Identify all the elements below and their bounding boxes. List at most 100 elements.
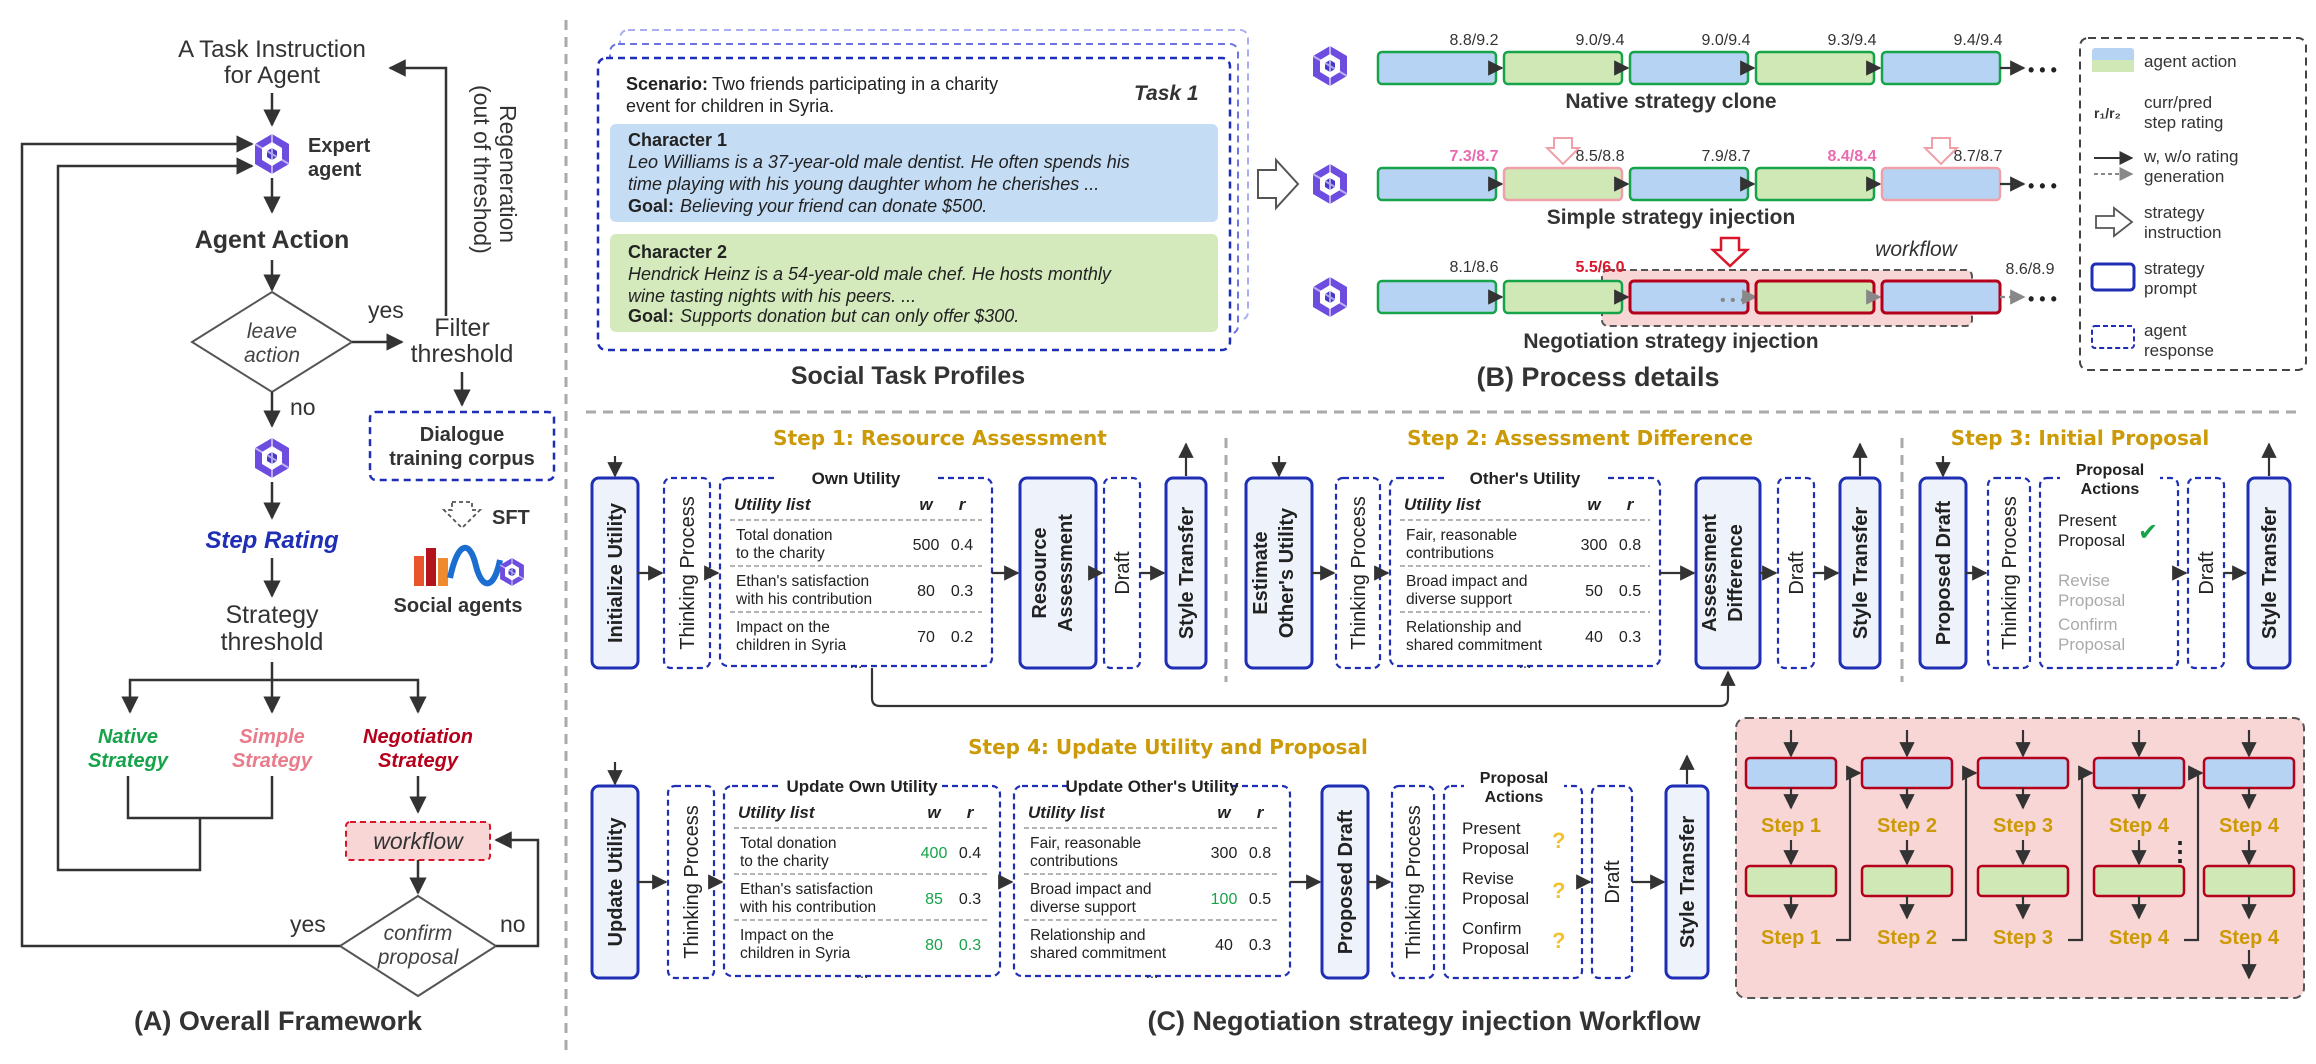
utility-ratio: 0.8: [1249, 845, 1271, 862]
utility-weight: 500: [913, 537, 940, 554]
draft-box-text: Draft: [1786, 551, 1808, 595]
utility-table-title: Update Other's Utility: [1065, 777, 1239, 796]
thinking-process-box-text: Thinking Process: [677, 496, 699, 649]
thinking-process-box-text: Thinking Process: [1999, 496, 2021, 649]
legend-agent-response-1: agent: [2144, 321, 2187, 340]
response-node: [2202, 864, 2296, 898]
agent-action-node: [1628, 166, 1750, 202]
strategy-instruction-icon: [1544, 137, 1582, 166]
step3-title: Step 3: Initial Proposal: [1951, 426, 2210, 450]
style-transfer-box: [2246, 476, 2292, 670]
step-label: Step 1: [1761, 815, 1821, 837]
estimate-others-box-text2: Other's Utility: [1276, 507, 1298, 638]
style-transfer-box: [1664, 784, 1710, 980]
proposal-action: Revise: [1462, 869, 1514, 888]
utility-item: Ethan's satisfaction: [736, 573, 869, 590]
resource-assessment-box-text2: Assessment: [1055, 514, 1077, 632]
char2-line2: wine tasting nights with his peers. ...: [628, 286, 916, 306]
hollow-arrow-icon: [1257, 157, 1300, 211]
proposal-actions-title-bg: [2060, 462, 2160, 502]
row2-rating: 8.7/8.7: [1954, 148, 2003, 165]
panel-a-caption: (A) Overall Framework: [134, 1006, 423, 1036]
leave-action-line1: leave: [247, 320, 297, 343]
legend-agent-response-2: response: [2144, 341, 2214, 360]
utility-item: to the charity: [740, 853, 829, 870]
utility-item: children in Syria: [740, 945, 851, 962]
utility-weight: 70: [917, 629, 935, 646]
scenario-label: Scenario:: [626, 74, 708, 94]
row1-label: Native strategy clone: [1565, 90, 1776, 113]
w-header: w: [927, 803, 942, 822]
proposal-action: Proposal: [1462, 889, 1529, 908]
utility-weight: 300: [1581, 537, 1608, 554]
legend-strategy-prompt-2: prompt: [2144, 279, 2197, 298]
panel-b-caption: (B) Process details: [1476, 362, 1719, 392]
panel-c-workflow: Step 1: Resource Assessment Step 2: Asse…: [590, 426, 2305, 1036]
row2-label: Simple strategy injection: [1547, 206, 1796, 229]
utility-item: Total donation: [740, 835, 837, 852]
step-label: Step 3: [1993, 927, 2053, 949]
r-header: r: [959, 495, 967, 514]
agent-action-node: [1754, 166, 1876, 202]
thinking-process-box: [1334, 476, 1382, 670]
rating-agent-icon: [254, 437, 290, 479]
row3-rating: 8.6/8.9: [2006, 261, 2055, 278]
char2-line1: Hendrick Heinz is a 54-year-old male che…: [628, 264, 1112, 284]
proposal-action: Proposal: [1462, 939, 1529, 958]
proposal-actions-title: Proposal: [1480, 770, 1548, 787]
loop-arrow: [2184, 765, 2204, 942]
native-strategy-line2: Strategy: [88, 750, 169, 772]
char1-goal-label: Goal:: [628, 196, 674, 216]
loop-arrow: [1952, 765, 1978, 942]
loop-arrow: [1836, 765, 1862, 942]
utility-item: to the charity: [736, 545, 825, 562]
proposal-actions-title: Proposal: [2076, 462, 2144, 479]
row2-rating: 8.5/8.8: [1576, 148, 1625, 165]
r-header: r: [1627, 495, 1635, 514]
utility-item: Ethan's satisfaction: [740, 881, 873, 898]
step-label: Step 4: [2219, 815, 2280, 837]
proposal-action: Proposal: [1462, 839, 1529, 858]
agent-action-node: [1502, 279, 1624, 315]
expert-agent-label1: Expert: [308, 135, 371, 157]
step2-title: Step 2: Assessment Difference: [1407, 426, 1753, 450]
confirm-proposal-decision: [338, 894, 498, 998]
utility-item: Impact on the: [736, 619, 830, 636]
draft-box-text: Draft: [1602, 860, 1624, 904]
char2-goal-label: Goal:: [628, 306, 674, 326]
style-transfer-box: [1838, 476, 1882, 670]
w-header: w: [919, 495, 934, 514]
ellipsis: • • •: [1720, 292, 1746, 309]
utility-item: with his contribution: [735, 591, 872, 608]
agent-action-node: [1860, 756, 1954, 790]
draft-box-text: Draft: [2196, 551, 2218, 595]
utility-table-title: Other's Utility: [1470, 469, 1581, 488]
utility-item: Broad impact and: [1406, 573, 1528, 590]
utility-item: contributions: [1030, 853, 1118, 870]
row1-rating: 9.0/9.4: [1576, 32, 1625, 49]
utility-list-header: Utility list: [1028, 803, 1106, 822]
style-transfer-box-text: Style Transfer: [1677, 816, 1699, 949]
no2-label: no: [500, 911, 526, 937]
utility-list-header: Utility list: [1404, 495, 1482, 514]
utility-weight: 400: [921, 845, 948, 862]
panel-b-process-details: Scenario: Two friends participating in a…: [596, 29, 2307, 392]
r-header: r: [1257, 803, 1265, 822]
filter-threshold-line1: Filter: [434, 314, 490, 342]
agent-action-node: [1880, 166, 2002, 202]
char1-line2: time playing with his young daughter who…: [628, 174, 1099, 194]
simple-strategy-line2: Strategy: [232, 750, 313, 772]
agent-action-node: [1376, 50, 1498, 86]
style-transfer-box: [1164, 476, 1208, 670]
utility-ratio: 0.3: [951, 583, 973, 600]
table-title-bg: [1445, 466, 1605, 490]
utility-item: with his contribution: [739, 899, 876, 916]
proposal-action: Confirm: [1462, 919, 1522, 938]
native-strategy-line1: Native: [98, 726, 158, 748]
social-agents-logos-icon: [414, 544, 525, 587]
loop-arrow: [2068, 765, 2094, 942]
utility-ratio: 0.8: [1619, 537, 1641, 554]
utility-item: Relationship and: [1406, 619, 1521, 636]
dialogue-corpus-line2: training corpus: [389, 448, 535, 470]
legend-ww-o-1: w, w/o rating: [2143, 147, 2239, 166]
